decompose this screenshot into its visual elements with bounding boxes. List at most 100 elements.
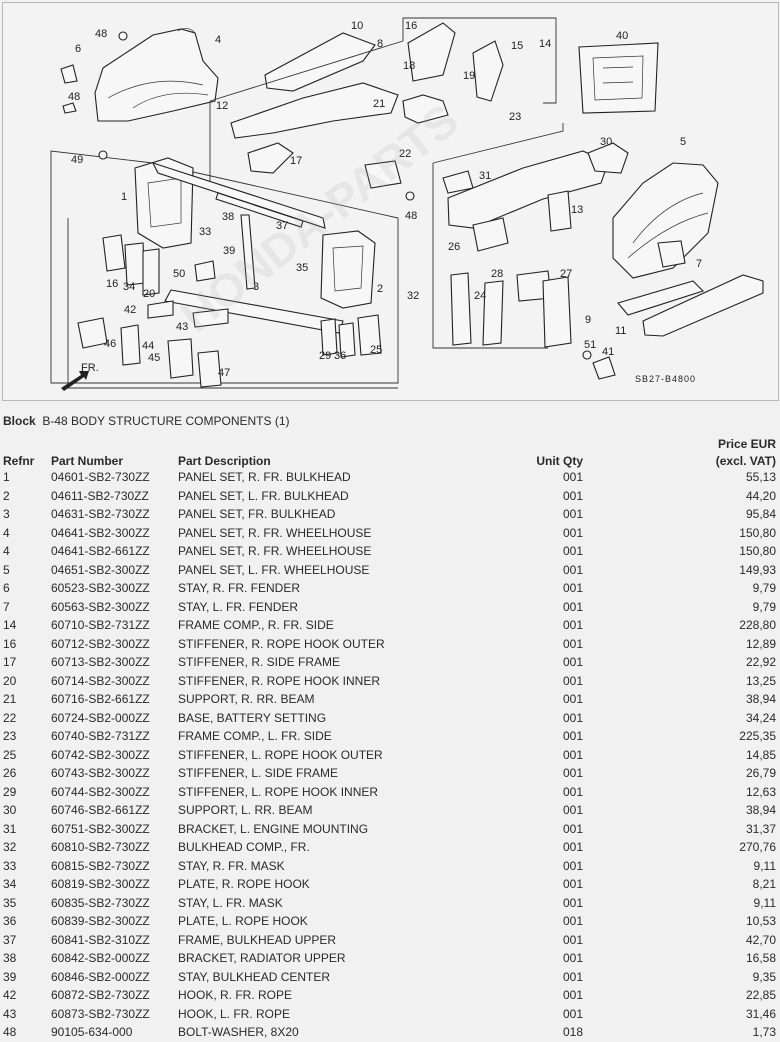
description-cell: PANEL SET, R. FR. WHEELHOUSE bbox=[178, 525, 372, 540]
part-number-cell: 60839-SB2-300ZZ bbox=[51, 914, 150, 929]
refnr-cell: 36 bbox=[3, 914, 17, 929]
part-outlines bbox=[50, 17, 764, 389]
qty-cell: 001 bbox=[562, 507, 583, 522]
qty-cell: 018 bbox=[562, 1025, 583, 1040]
part-number-cell: 60716-SB2-661ZZ bbox=[51, 692, 150, 707]
callout-20: 20 bbox=[143, 288, 155, 300]
price-cell: 9,35 bbox=[752, 969, 776, 984]
qty-cell: 001 bbox=[562, 544, 583, 559]
qty-cell: 001 bbox=[562, 747, 583, 762]
part-number-cell: 60724-SB2-000ZZ bbox=[51, 710, 150, 725]
refnr-cell: 37 bbox=[3, 932, 17, 947]
callout-14: 14 bbox=[539, 38, 551, 50]
refnr-cell: 42 bbox=[3, 988, 17, 1003]
description-cell: PANEL SET, L. FR. BULKHEAD bbox=[178, 488, 349, 503]
price-cell: 22,85 bbox=[745, 988, 776, 1003]
description-header: Part Description bbox=[178, 454, 271, 468]
callout-39: 39 bbox=[223, 245, 235, 257]
description-cell: HOOK, L. FR. ROPE bbox=[178, 1006, 291, 1021]
part-number-cell: 60744-SB2-300ZZ bbox=[51, 784, 150, 799]
description-cell: STAY, BULKHEAD CENTER bbox=[178, 969, 331, 984]
callout-1: 1 bbox=[121, 191, 127, 203]
part-number-cell: 60873-SB2-730ZZ bbox=[51, 1006, 150, 1021]
description-cell: PANEL SET, R. FR. BULKHEAD bbox=[178, 470, 351, 485]
qty-cell: 001 bbox=[562, 803, 583, 818]
part-number-cell: 04641-SB2-661ZZ bbox=[51, 544, 150, 559]
part-number-header: Part Number bbox=[51, 454, 124, 468]
part-number-cell: 60710-SB2-731ZZ bbox=[51, 618, 150, 633]
price-cell: 55,13 bbox=[745, 470, 776, 485]
part-number-cell: 90105-634-000 bbox=[51, 1025, 133, 1040]
refnr-cell: 4 bbox=[3, 544, 10, 559]
qty-cell: 001 bbox=[562, 821, 583, 836]
description-cell: PANEL SET, FR. BULKHEAD bbox=[178, 507, 336, 522]
qty-cell: 001 bbox=[562, 581, 583, 596]
callout-25: 25 bbox=[370, 344, 382, 356]
description-cell: STAY, L. FR. FENDER bbox=[178, 599, 299, 614]
refnr-cell: 7 bbox=[3, 599, 10, 614]
qty-cell: 001 bbox=[562, 988, 583, 1003]
qty-cell: 001 bbox=[562, 895, 583, 910]
part-40-frame bbox=[578, 42, 659, 114]
description-cell: BULKHEAD COMP., FR. bbox=[178, 840, 310, 855]
part-number-cell: 60740-SB2-731ZZ bbox=[51, 729, 150, 744]
part-5-wheelhouse bbox=[612, 162, 719, 279]
part-number-cell: 60743-SB2-300ZZ bbox=[51, 766, 150, 781]
description-cell: STIFFENER, L. SIDE FRAME bbox=[178, 766, 339, 781]
description-cell: PLATE, R. ROPE HOOK bbox=[178, 877, 310, 892]
description-cell: STIFFENER, R. ROPE HOOK INNER bbox=[178, 673, 381, 688]
part-number-cell: 60563-SB2-300ZZ bbox=[51, 599, 150, 614]
description-cell: STAY, R. FR. MASK bbox=[178, 858, 285, 873]
part-1-bulkhead bbox=[134, 157, 194, 249]
refnr-cell: 32 bbox=[3, 840, 17, 855]
part-number-cell: 60835-SB2-730ZZ bbox=[51, 895, 150, 910]
price-cell: 9,11 bbox=[753, 858, 776, 873]
callout-34: 34 bbox=[123, 281, 135, 293]
callout-29: 29 bbox=[319, 350, 331, 362]
callout-48: 48 bbox=[68, 91, 80, 103]
description-cell: STIFFENER, R. ROPE HOOK OUTER bbox=[178, 636, 385, 651]
qty-cell: 001 bbox=[562, 784, 583, 799]
description-cell: SUPPORT, L. RR. BEAM bbox=[178, 803, 313, 818]
callout-24: 24 bbox=[474, 290, 486, 302]
callout-37: 37 bbox=[276, 220, 288, 232]
refnr-cell: 21 bbox=[3, 692, 17, 707]
price-cell: 44,20 bbox=[745, 488, 776, 503]
refnr-cell: 43 bbox=[3, 1006, 17, 1021]
callout-19: 19 bbox=[463, 70, 475, 82]
part-number-cell: 60842-SB2-000ZZ bbox=[51, 951, 150, 966]
qty-cell: 001 bbox=[562, 636, 583, 651]
part-number-cell: 60714-SB2-300ZZ bbox=[51, 673, 150, 688]
part-number-cell: 60872-SB2-730ZZ bbox=[51, 988, 150, 1003]
refnr-cell: 23 bbox=[3, 729, 17, 744]
description-cell: FRAME, BULKHEAD UPPER bbox=[178, 932, 337, 947]
refnr-cell: 29 bbox=[3, 784, 17, 799]
callout-38: 38 bbox=[222, 211, 234, 223]
callout-42: 42 bbox=[124, 304, 136, 316]
refnr-cell: 48 bbox=[3, 1025, 17, 1040]
description-cell: STIFFENER, R. SIDE FRAME bbox=[178, 655, 341, 670]
qty-cell: 001 bbox=[562, 673, 583, 688]
qty-cell: 001 bbox=[562, 618, 583, 633]
callout-31: 31 bbox=[479, 170, 491, 182]
callout-43: 43 bbox=[176, 321, 188, 333]
table-header-top: Price EUR bbox=[0, 434, 780, 451]
price-cell: 38,94 bbox=[745, 692, 776, 707]
part-number-cell: 04641-SB2-300ZZ bbox=[51, 525, 150, 540]
block-label: Block bbox=[3, 414, 36, 428]
description-cell: BRACKET, RADIATOR UPPER bbox=[178, 951, 346, 966]
front-direction-label: FR. bbox=[81, 362, 99, 374]
part-number-cell: 60712-SB2-300ZZ bbox=[51, 636, 150, 651]
description-cell: SUPPORT, R. RR. BEAM bbox=[178, 692, 315, 707]
